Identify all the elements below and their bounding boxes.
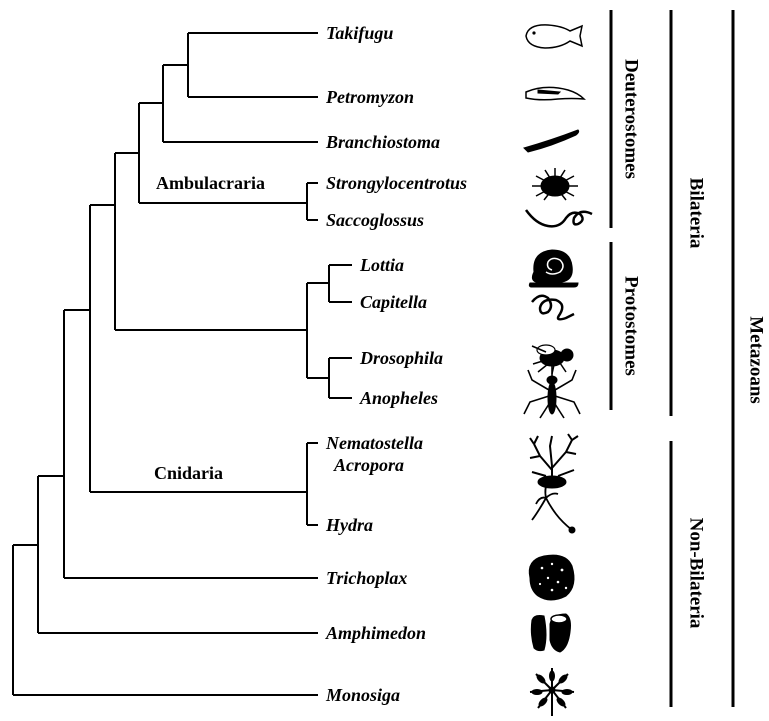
organism-silhouettes [524,25,592,716]
taxon-label-lottia: Lottia [359,255,404,275]
polychaete-worm-icon [532,296,574,320]
lamprey-icon [526,87,584,99]
taxon-label-nematostella: Nematostella [325,433,423,453]
tree-branches [13,33,352,695]
taxon-label-takifugu: Takifugu [326,23,393,43]
placozoan-icon [529,555,574,600]
pufferfish-icon [526,25,582,48]
acorn-worm-icon [526,210,592,226]
sea-urchin-icon [532,168,578,200]
hydra-icon [532,482,575,533]
group-label-bilateria: Bilateria [686,178,707,249]
taxon-label-strongylocentrotus: Strongylocentrotus [326,173,467,193]
taxon-label-saccoglossus: Saccoglossus [326,210,424,230]
clade-label-cnidaria: Cnidaria [154,463,223,483]
taxon-label-amphimedon: Amphimedon [325,623,426,643]
taxon-label-acropora: Acropora [333,455,404,475]
taxon-label-capitella: Capitella [360,292,427,312]
sponge-icon [531,614,570,652]
taxon-labels: Takifugu Petromyzon Branchiostoma Strong… [325,23,467,705]
taxon-label-trichoplax: Trichoplax [326,568,407,588]
group-label-protostomes: Protostomes [621,276,642,376]
limpet-snail-icon [529,250,578,287]
taxon-label-petromyzon: Petromyzon [325,87,414,107]
taxon-label-anopheles: Anopheles [359,388,438,408]
taxon-label-monosiga: Monosiga [325,685,400,705]
mosquito-icon [524,366,580,418]
clade-label-ambulacraria: Ambulacraria [156,173,265,193]
choanoflagellate-icon [530,668,574,716]
taxon-label-branchiostoma: Branchiostoma [325,132,440,152]
coral-icon [530,434,578,488]
taxon-label-hydra: Hydra [325,515,373,535]
taxon-label-drosophila: Drosophila [359,348,443,368]
group-label-non-bilateria: Non-Bilateria [686,518,707,629]
group-label-metazoans: Metazoans [746,316,767,404]
group-label-deuterostomes: Deuterostomes [621,59,642,179]
lancelet-icon [524,130,579,152]
